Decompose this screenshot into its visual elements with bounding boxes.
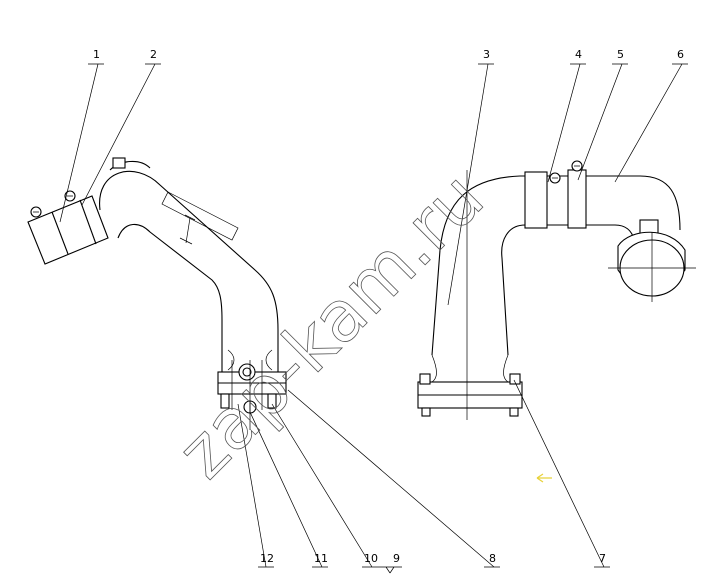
callout-1: 1	[93, 48, 100, 61]
callout-7: 7	[599, 552, 606, 565]
callout-11: 11	[314, 552, 328, 565]
callout-9: 9	[393, 552, 400, 565]
left-pipe-view	[27, 157, 287, 430]
callout-4: 4	[575, 48, 582, 61]
callout-10: 10	[364, 552, 378, 565]
callout-8: 8	[489, 552, 496, 565]
watermark: zap-kam.ru	[162, 157, 499, 494]
callout-2: 2	[150, 48, 157, 61]
callout-labels: 1 2 3 4 5 6 7 8 9 10 11 12	[93, 48, 684, 565]
callout-5: 5	[617, 48, 624, 61]
callout-12: 12	[260, 552, 274, 565]
callout-3: 3	[483, 48, 490, 61]
right-duct-view	[417, 160, 696, 483]
callout-6: 6	[677, 48, 684, 61]
leader-lines	[59, 63, 688, 574]
